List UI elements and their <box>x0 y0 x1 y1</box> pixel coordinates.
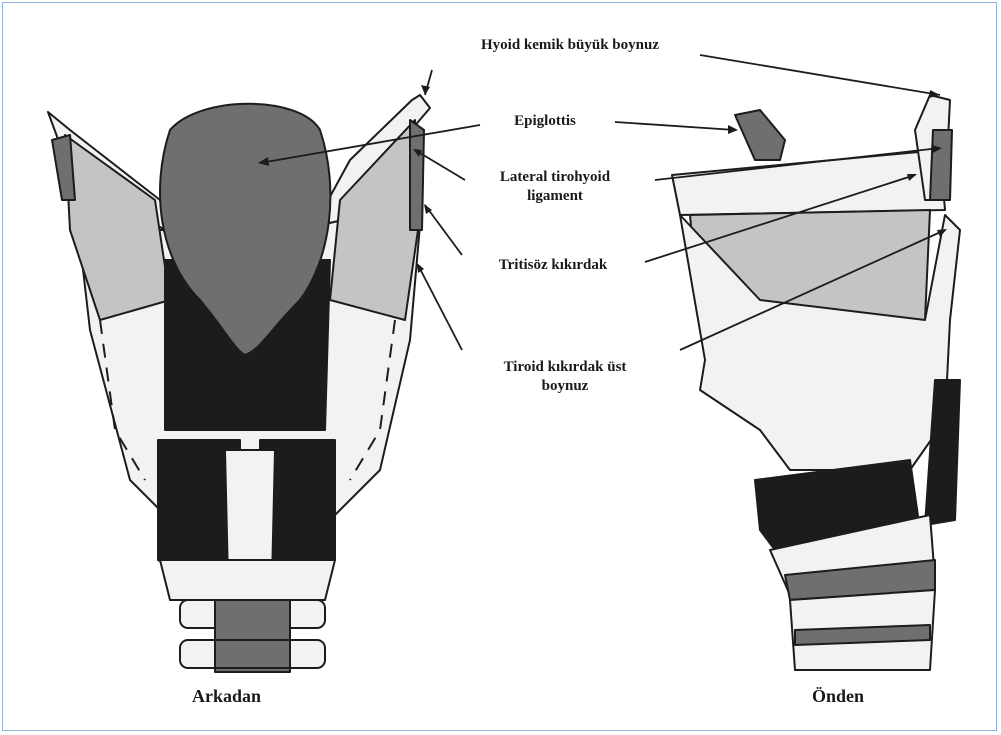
hyoid-bone-anterior <box>672 150 945 215</box>
thyroid-lamina-left <box>65 135 170 320</box>
trachea-membrane-2 <box>215 640 290 668</box>
label-hyoid-greater-horn: Hyoid kemik büyük boynuz <box>420 36 720 55</box>
leader-tritisoz-left <box>425 205 462 255</box>
caption-anterior: Önden <box>812 686 864 707</box>
caption-posterior: Arkadan <box>192 686 261 707</box>
triticeous-left <box>52 135 75 200</box>
label-lateral-line2: ligament <box>455 187 655 206</box>
label-lateral-line1: Lateral tirohyoid <box>455 168 655 187</box>
anterior-view <box>672 95 960 670</box>
label-thyroid-superior-horn: Tiroid kıkırdak üst boynuz <box>455 358 675 396</box>
label-tiroid-line2: boynuz <box>455 377 675 396</box>
posterior-view <box>48 95 430 672</box>
leader-tiroid-left <box>418 265 462 350</box>
arrowhead-hyoid-left <box>421 85 430 95</box>
leader-hyoid-right <box>700 55 940 95</box>
triticeous-anterior <box>930 130 952 200</box>
label-triticeous: Tritisöz kıkırdak <box>458 256 648 275</box>
leader-epiglottis-right <box>615 122 735 130</box>
arrowhead-epiglottis-right <box>728 125 738 134</box>
cricoid-ring-posterior <box>160 560 335 600</box>
label-tiroid-line1: Tiroid kıkırdak üst <box>455 358 675 377</box>
epiglottis-tip-anterior <box>735 110 785 160</box>
label-lateral-thyrohyoid: Lateral tirohyoid ligament <box>455 168 655 206</box>
label-epiglottis: Epiglottis <box>475 112 615 131</box>
